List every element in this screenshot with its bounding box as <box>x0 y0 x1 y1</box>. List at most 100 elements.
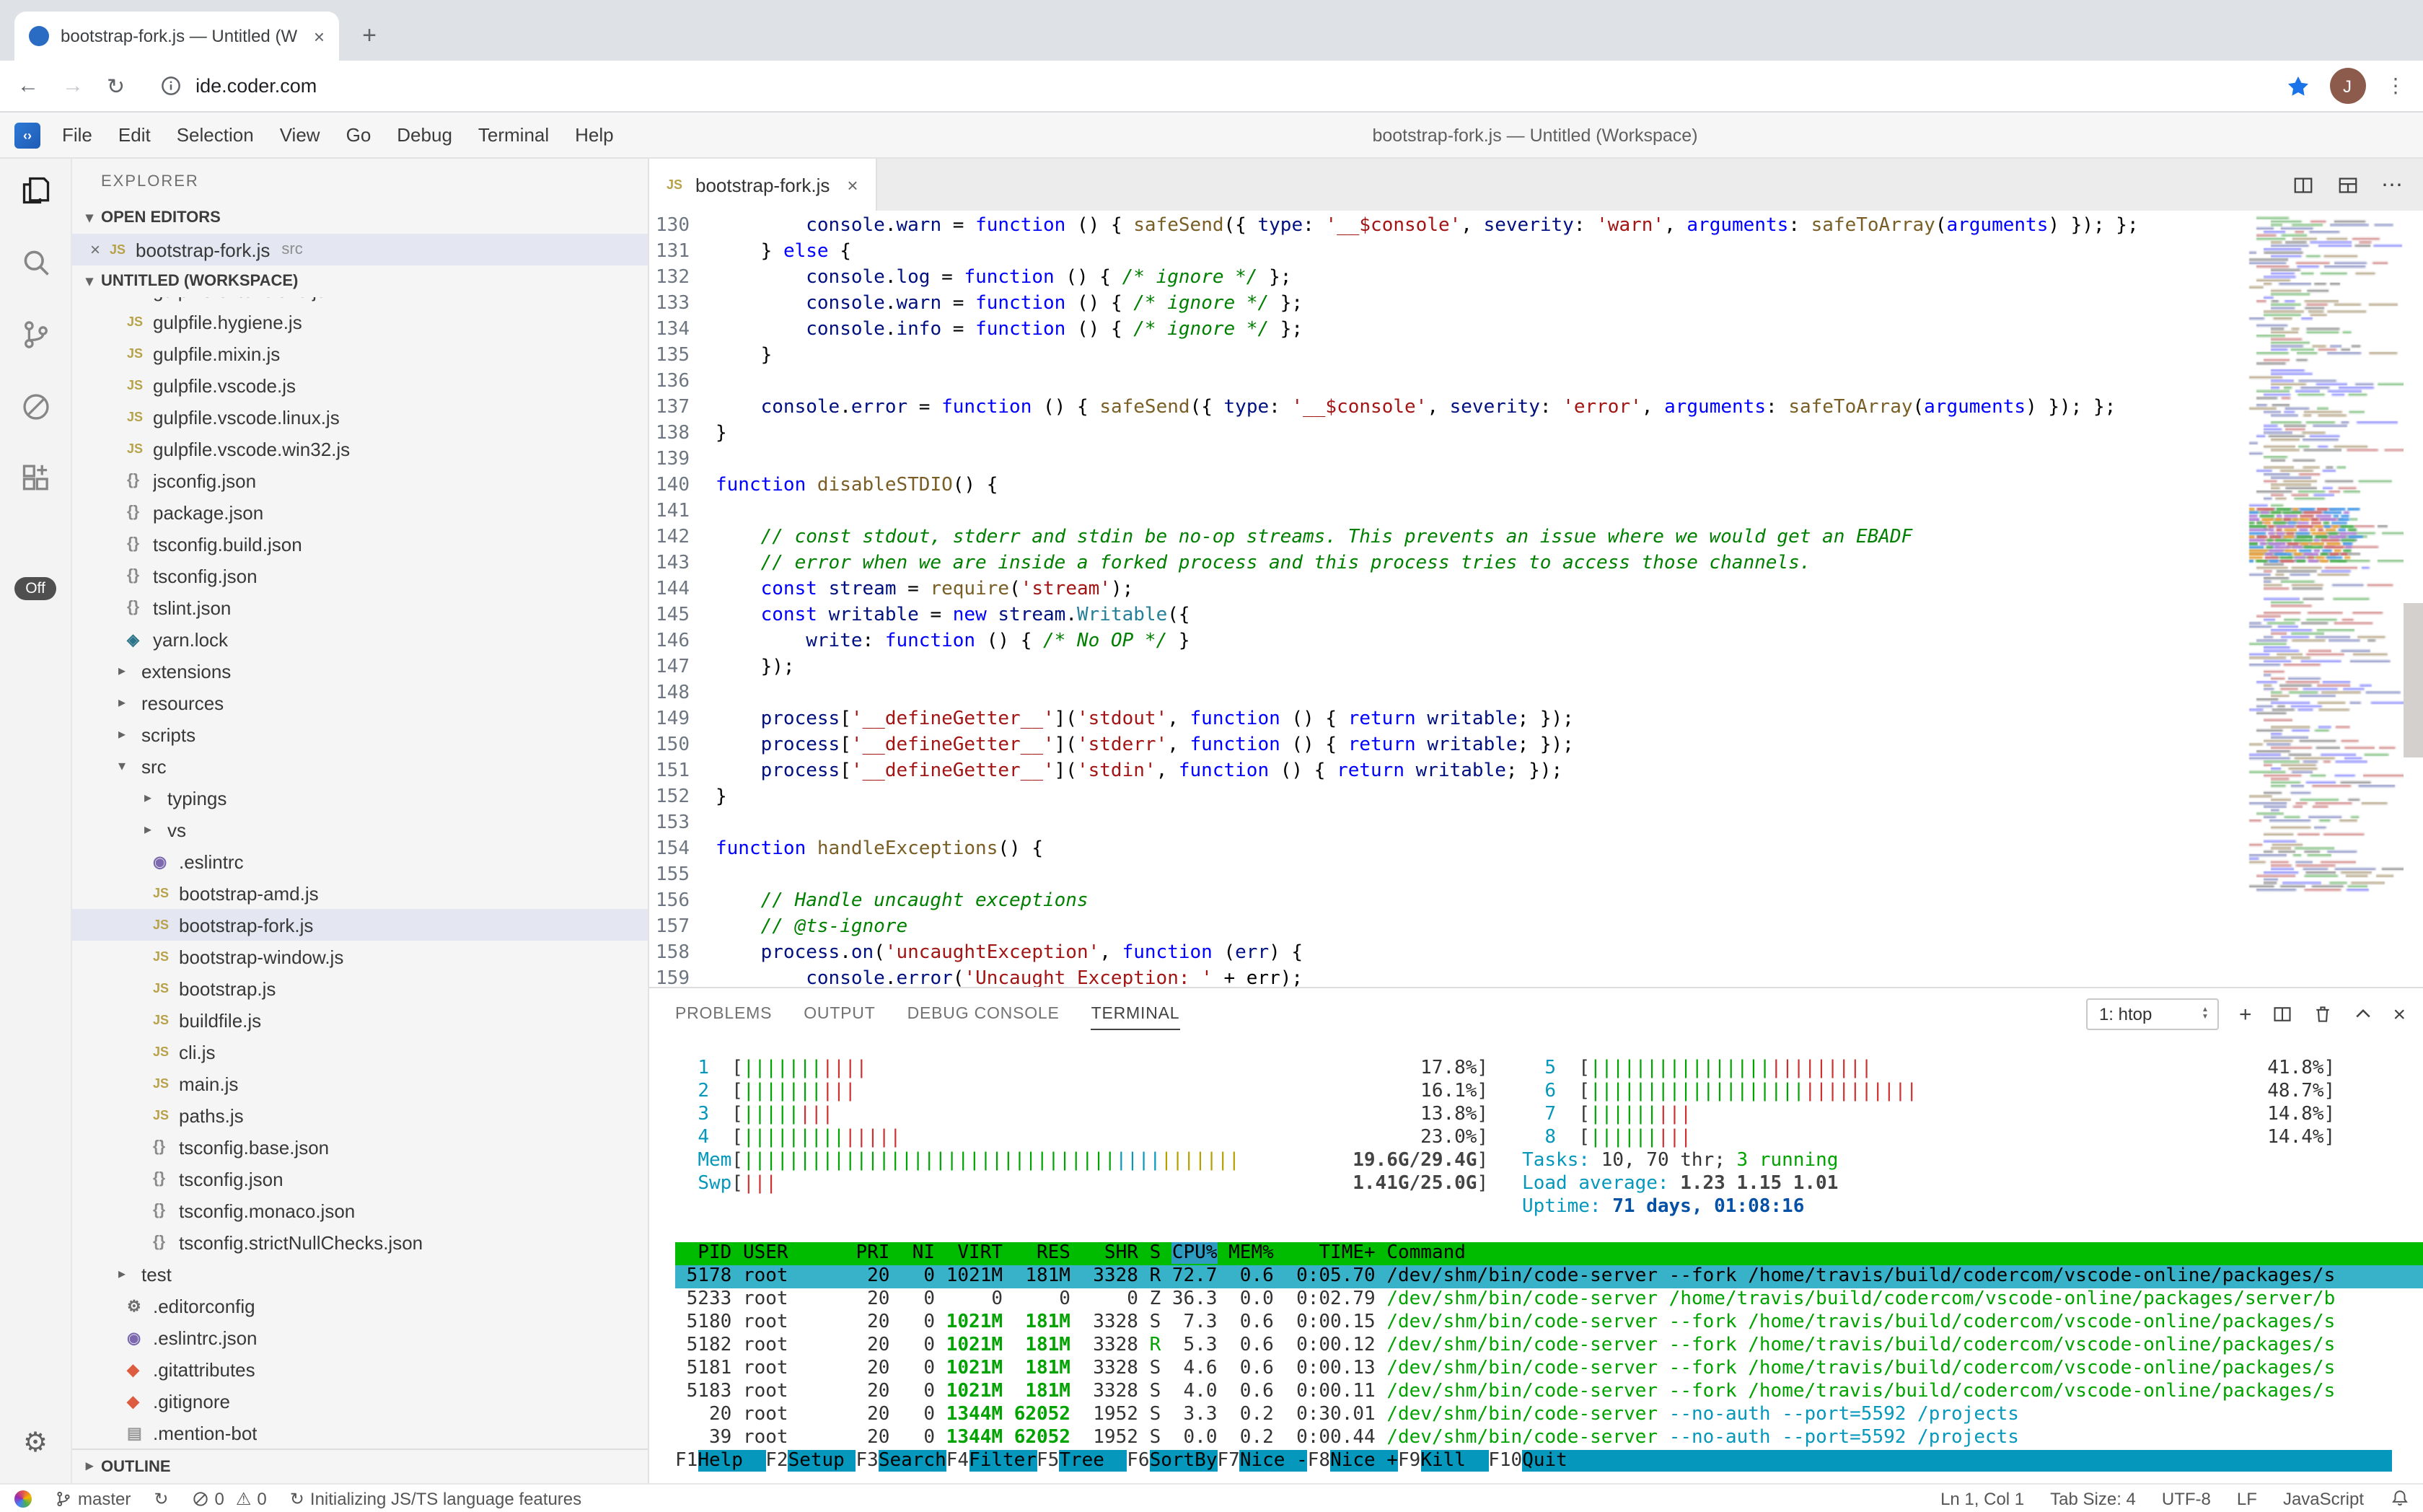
tree-item-gulpfile.vscode.win32.js[interactable]: JSgulpfile.vscode.win32.js <box>72 433 648 465</box>
language-mode[interactable]: JavaScript <box>2283 1488 2364 1508</box>
open-editors-header[interactable]: ▾ OPEN EDITORS <box>72 202 648 234</box>
terminal-body[interactable]: 1 [||||||||||| 17.8%] 5 [|||||||||||||||… <box>649 1040 2423 1483</box>
editor-scrollbar-thumb[interactable] <box>2403 603 2423 757</box>
tree-item-.eslintrc.json[interactable]: ◉.eslintrc.json <box>72 1322 648 1353</box>
editor-layout-icon[interactable] <box>2336 174 2358 195</box>
terminal-select[interactable]: 1: htop ▲▼ <box>2086 998 2219 1030</box>
tree-item-gulpfile.hygiene.js[interactable]: JSgulpfile.hygiene.js <box>72 306 648 338</box>
code-line[interactable]: 133 console.warn = function () { /* igno… <box>649 291 2423 317</box>
panel-tab-debug-console[interactable]: DEBUG CONSOLE <box>907 999 1060 1029</box>
code-line[interactable]: 132 console.log = function () { /* ignor… <box>649 265 2423 291</box>
open-editor-item[interactable]: × JS bootstrap-fork.js src <box>72 234 648 265</box>
code-line[interactable]: 145 const writable = new stream.Writable… <box>649 603 2423 629</box>
tree-item-tsconfig.base.json[interactable]: {}tsconfig.base.json <box>72 1131 648 1163</box>
tree-item-tsconfig.monaco.json[interactable]: {}tsconfig.monaco.json <box>72 1195 648 1226</box>
tab-close-icon[interactable]: × <box>847 174 858 195</box>
editor-tab[interactable]: JS bootstrap-fork.js × <box>649 159 877 211</box>
git-branch-item[interactable]: master <box>55 1488 131 1508</box>
menu-edit[interactable]: Edit <box>105 124 164 146</box>
encoding[interactable]: UTF-8 <box>2162 1488 2211 1508</box>
coder-logo-icon[interactable] <box>14 1490 32 1507</box>
code-line[interactable]: 140function disableSTDIO() { <box>649 473 2423 499</box>
code-line[interactable]: 158 process.on('uncaughtException', func… <box>649 941 2423 967</box>
tree-item-tsconfig.json[interactable]: {}tsconfig.json <box>72 560 648 592</box>
code-line[interactable]: 139 <box>649 447 2423 473</box>
code-line[interactable]: 131 } else { <box>649 239 2423 265</box>
tab-close-icon[interactable]: × <box>311 25 327 47</box>
menu-go[interactable]: Go <box>333 124 384 146</box>
code-line[interactable]: 136 <box>649 369 2423 395</box>
code-line[interactable]: 141 <box>649 499 2423 525</box>
tree-item-tsconfig.build.json[interactable]: {}tsconfig.build.json <box>72 528 648 560</box>
minimap[interactable] <box>2244 211 2403 987</box>
code-line[interactable]: 155 <box>649 863 2423 889</box>
code-line[interactable]: 159 console.error('Uncaught Exception: '… <box>649 967 2423 987</box>
tree-item-vs[interactable]: ▸vs <box>72 814 648 845</box>
sync-item[interactable]: ↻ <box>154 1488 168 1508</box>
tree-item-buildfile.js[interactable]: JSbuildfile.js <box>72 1004 648 1036</box>
code-line[interactable]: 148 <box>649 681 2423 707</box>
url-text[interactable]: ide.coder.com <box>195 75 317 97</box>
menu-terminal[interactable]: Terminal <box>465 124 562 146</box>
maximize-panel-icon[interactable] <box>2352 1004 2373 1024</box>
reload-icon[interactable]: ↻ <box>107 73 125 99</box>
explorer-icon[interactable] <box>18 173 53 208</box>
panel-tab-terminal[interactable]: TERMINAL <box>1091 999 1180 1029</box>
tree-item-bootstrap-amd.js[interactable]: JSbootstrap-amd.js <box>72 877 648 909</box>
code-line[interactable]: 146 write: function () { /* No OP */ } <box>649 629 2423 655</box>
notifications-bell-icon[interactable] <box>2390 1489 2409 1508</box>
avatar[interactable]: J <box>2329 68 2365 104</box>
new-terminal-icon[interactable]: + <box>2239 1002 2252 1027</box>
tree-item-bootstrap-window.js[interactable]: JSbootstrap-window.js <box>72 941 648 972</box>
new-tab-button[interactable]: + <box>351 17 388 55</box>
tree-item-gulpfile.vscode.linux.js[interactable]: JSgulpfile.vscode.linux.js <box>72 401 648 433</box>
bookmark-star-icon[interactable] <box>2286 74 2309 97</box>
code-line[interactable]: 142 // const stdout, stderr and stdin be… <box>649 525 2423 551</box>
tree-item-tsconfig.json[interactable]: {}tsconfig.json <box>72 1163 648 1195</box>
extensions-icon[interactable] <box>18 462 53 496</box>
tree-item-typings[interactable]: ▸typings <box>72 782 648 814</box>
tree-item-test[interactable]: ▸test <box>72 1258 648 1290</box>
tree-item-src[interactable]: ▾src <box>72 750 648 782</box>
code-line[interactable]: 137 console.error = function () { safeSe… <box>649 395 2423 421</box>
code-line[interactable]: 150 process['__defineGetter__']('stderr'… <box>649 733 2423 759</box>
code-line[interactable]: 135 } <box>649 343 2423 369</box>
code-line[interactable]: 144 const stream = require('stream'); <box>649 577 2423 603</box>
tree-item-tslint.json[interactable]: {}tslint.json <box>72 592 648 623</box>
language-status-item[interactable]: ↻ Initializing JS/TS language features <box>290 1488 581 1508</box>
split-editor-icon[interactable] <box>2292 174 2313 195</box>
code-line[interactable]: 156 // Handle uncaught exceptions <box>649 889 2423 915</box>
tree-item-.editorconfig[interactable]: ⚙.editorconfig <box>72 1290 648 1322</box>
close-icon[interactable]: × <box>84 239 107 260</box>
tree-item-extensions[interactable]: ▸extensions <box>72 655 648 687</box>
workspace-header[interactable]: ▾ UNTITLED (WORKSPACE) <box>72 265 648 297</box>
browser-tab[interactable]: bootstrap-fork.js — Untitled (W × <box>14 12 339 61</box>
source-control-icon[interactable] <box>18 317 53 352</box>
code-line[interactable]: 153 <box>649 811 2423 837</box>
menu-help[interactable]: Help <box>562 124 627 146</box>
outline-section[interactable]: ▸ OUTLINE <box>72 1449 648 1483</box>
panel-tab-problems[interactable]: PROBLEMS <box>675 999 772 1029</box>
code-line[interactable]: 130 console.warn = function () { safeSen… <box>649 214 2423 239</box>
code-line[interactable]: 154function handleExceptions() { <box>649 837 2423 863</box>
split-terminal-icon[interactable] <box>2272 1004 2292 1024</box>
menu-debug[interactable]: Debug <box>384 124 465 146</box>
tree-item-resources[interactable]: ▸resources <box>72 687 648 718</box>
code-line[interactable]: 147 }); <box>649 655 2423 681</box>
forward-icon[interactable]: → <box>62 74 84 98</box>
tree-item-jsconfig.json[interactable]: {}jsconfig.json <box>72 465 648 496</box>
tree-item-gulpfile.mixin.js[interactable]: JSgulpfile.mixin.js <box>72 338 648 369</box>
menu-selection[interactable]: Selection <box>164 124 267 146</box>
code-line[interactable]: 138} <box>649 421 2423 447</box>
code-line[interactable]: 157 // @ts-ignore <box>649 915 2423 941</box>
url-field[interactable]: ide.coder.com <box>159 75 2286 97</box>
tree-item-bootstrap.js[interactable]: JSbootstrap.js <box>72 972 648 1004</box>
tree-item-gulpfile.extensions.js[interactable]: JSgulpfile.extensions.js <box>72 297 648 306</box>
tree-item-bootstrap-fork.js[interactable]: JSbootstrap-fork.js <box>72 909 648 941</box>
more-actions-icon[interactable]: ⋯ <box>2381 172 2403 198</box>
tree-item-tsconfig.strictNullChecks.json[interactable]: {}tsconfig.strictNullChecks.json <box>72 1226 648 1258</box>
kill-terminal-icon[interactable] <box>2312 1004 2332 1024</box>
code-line[interactable]: 149 process['__defineGetter__']('stdout'… <box>649 707 2423 733</box>
back-icon[interactable]: ← <box>17 74 39 98</box>
tree-item-cli.js[interactable]: JScli.js <box>72 1036 648 1068</box>
